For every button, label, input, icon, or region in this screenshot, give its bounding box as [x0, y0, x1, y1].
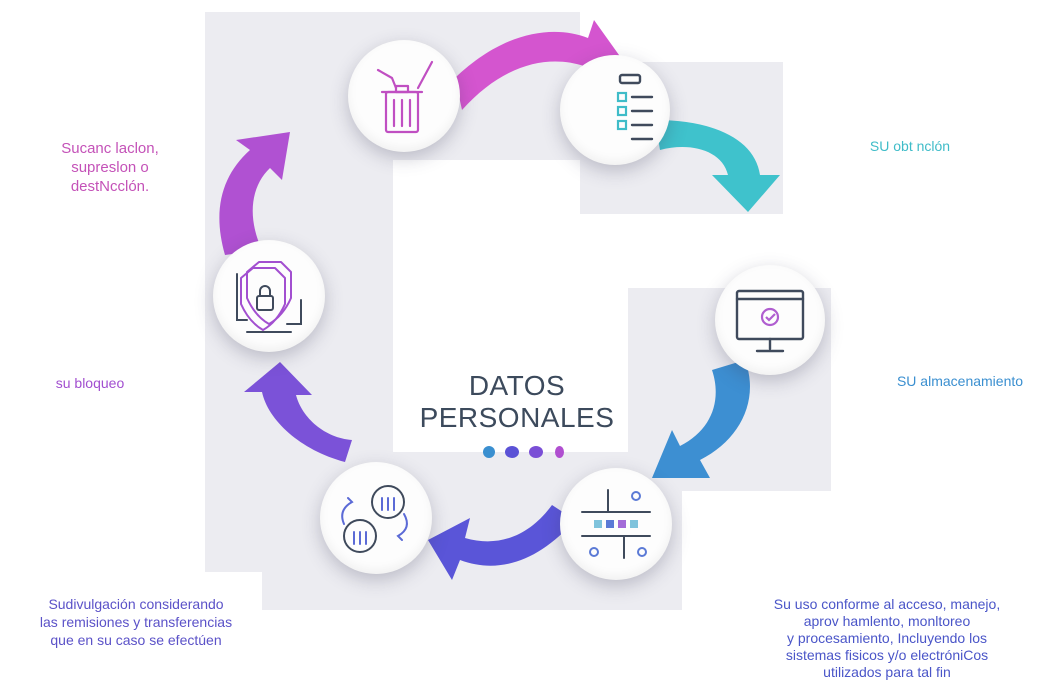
arrow-purple — [219, 132, 290, 255]
center-title-line2: PERSONALES — [419, 402, 615, 433]
center-title: DATOS PERSONALES — [392, 370, 642, 434]
monitor-check-icon — [735, 289, 805, 353]
label-uso-line1: Su uso conforme al acceso, manejo, — [773, 596, 1001, 612]
label-divulgacion-line1: Sudivulgación considerando — [48, 596, 224, 612]
circle-almacenamiento — [715, 265, 825, 375]
arrow-blue — [652, 360, 750, 478]
label-uso-line5: utilizados para tal fin — [823, 664, 951, 680]
label-uso-line3: y procesamiento, Incluyendo los — [787, 630, 987, 646]
label-divulgacion-line3: que en su caso se efectúen — [50, 632, 222, 648]
people-transfer-icon — [341, 485, 408, 553]
arrow-indigo — [428, 505, 575, 580]
center-title-line1: DATOS — [468, 370, 566, 401]
label-cancelacion-line3: destNcclón. — [70, 178, 150, 195]
label-cancelacion-line2: supreslon o — [71, 159, 149, 176]
label-uso-line2: aprov hamlento, monltoreo — [803, 613, 971, 629]
label-cancelacion-line1: Sucanc laclon, — [61, 140, 159, 157]
trash-hand-icon — [376, 60, 434, 134]
label-obtencion: SU obt nclón — [869, 138, 951, 154]
arrow-violet — [244, 362, 352, 462]
clipboard-checklist-icon — [616, 73, 654, 141]
title-dot-1 — [483, 446, 495, 458]
arrow-magenta — [455, 20, 624, 110]
circle-uso — [560, 468, 672, 580]
processor-chip-icon — [581, 489, 651, 559]
title-dot-4 — [555, 446, 564, 458]
label-uso: Su uso conforme al acceso, manejo, aprov… — [722, 596, 1052, 681]
label-uso-line4: sistemas fisicos y/o electróniCos — [785, 647, 989, 663]
label-divulgacion-line2: las remisiones y transferencias — [39, 614, 233, 630]
circle-cancelacion — [348, 40, 460, 152]
circle-bloqueo — [213, 240, 325, 352]
arrow-cyan — [655, 120, 780, 212]
shield-lock-icon — [236, 261, 302, 333]
circle-divulgacion — [320, 462, 432, 574]
label-cancelacion: Sucanc laclon, supreslon o destNcclón. — [20, 139, 200, 196]
title-dot-3 — [529, 446, 543, 458]
label-bloqueo: su bloqueo — [55, 375, 125, 391]
title-dot-2 — [505, 446, 519, 458]
label-divulgacion: Sudivulgación considerando las remisione… — [0, 595, 272, 649]
label-almacenamiento: SU almacenamiento — [896, 373, 1024, 389]
circle-obtencion — [560, 55, 670, 165]
